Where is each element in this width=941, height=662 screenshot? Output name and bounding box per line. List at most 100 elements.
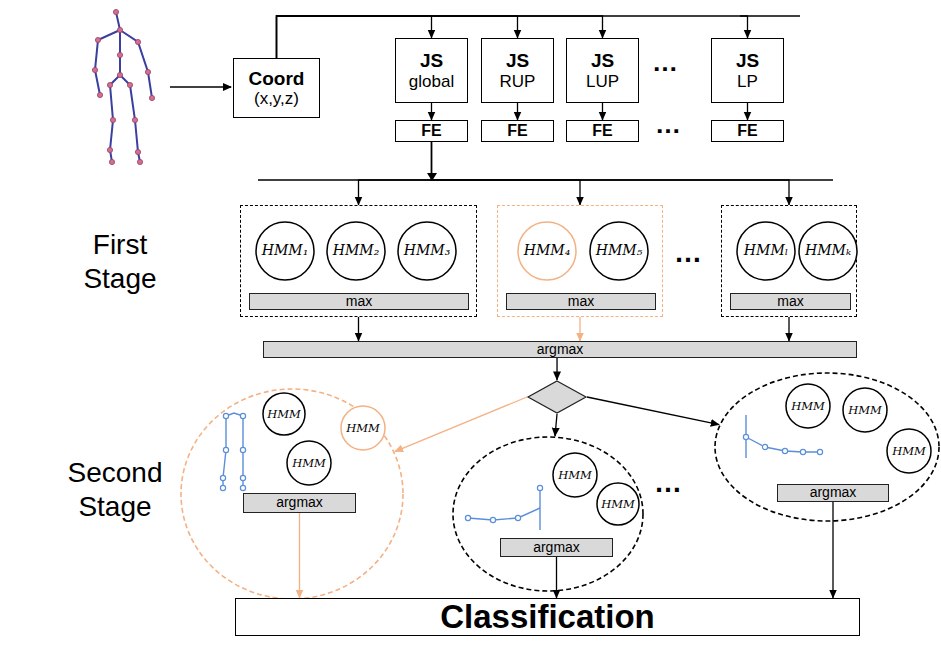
flow-arrow bbox=[432, 142, 581, 205]
stage-label: First Stage bbox=[60, 222, 180, 302]
input-arrow bbox=[170, 86, 231, 87]
ellipsis-mark: … bbox=[663, 238, 713, 268]
node-text: argmax bbox=[537, 342, 584, 358]
circle-outline bbox=[256, 222, 314, 280]
hmm-circle: HMMₖ bbox=[798, 221, 858, 281]
node-text: FE bbox=[421, 122, 441, 140]
bus-wire bbox=[740, 15, 800, 16]
flow-arrow bbox=[358, 317, 359, 341]
arrow-head bbox=[427, 173, 437, 181]
circle-outline bbox=[786, 384, 830, 428]
joint bbox=[117, 27, 122, 32]
flow-arrow bbox=[832, 502, 833, 598]
flow-arrow bbox=[747, 103, 748, 120]
ellipsis-mark: … bbox=[640, 48, 690, 78]
node-text: HMM₅ bbox=[596, 243, 643, 259]
model-group: HMMₗ HMMₖ max bbox=[721, 205, 857, 317]
ellipsis-mark: … bbox=[643, 468, 693, 498]
joint bbox=[515, 515, 520, 520]
shape-outline bbox=[527, 380, 587, 414]
joint bbox=[95, 37, 100, 42]
joint bbox=[109, 159, 114, 164]
joint bbox=[800, 449, 805, 454]
flow-arrow bbox=[359, 142, 432, 205]
joint bbox=[762, 444, 767, 449]
hmm-circle: HMM bbox=[286, 440, 332, 486]
circle-outline bbox=[341, 406, 385, 450]
flow-arrow bbox=[517, 103, 518, 120]
joint bbox=[110, 117, 115, 122]
feature-box: FE bbox=[566, 120, 639, 142]
circle-outline bbox=[737, 222, 795, 280]
part-skeleton bbox=[468, 488, 540, 530]
node-text: HMM₃ bbox=[404, 243, 451, 259]
process-box: JSLUP bbox=[566, 38, 639, 103]
node-text: JS bbox=[736, 50, 759, 71]
ellipse-outline bbox=[715, 373, 939, 521]
selector-bar: argmax bbox=[263, 341, 857, 358]
cluster-ellipse: HMMHMMargmax bbox=[452, 436, 644, 592]
selector-bar: max bbox=[506, 293, 656, 310]
skeleton-bone bbox=[120, 30, 152, 98]
hmm-circle: HMM₄ bbox=[517, 221, 577, 281]
joint bbox=[782, 448, 787, 453]
part-joints bbox=[465, 485, 542, 522]
flow-arrow bbox=[788, 317, 789, 341]
circle-outline bbox=[553, 453, 597, 497]
ellipse-outline bbox=[181, 389, 403, 599]
flow-arrow bbox=[395, 397, 527, 452]
hmm-circle: HMM bbox=[552, 452, 598, 498]
flow-arrow bbox=[587, 397, 719, 425]
part-joints bbox=[220, 413, 245, 490]
process-box: JSglobal bbox=[395, 38, 468, 103]
joint bbox=[117, 72, 122, 77]
circle-outline bbox=[799, 222, 857, 280]
node-text: max bbox=[346, 294, 372, 310]
flow-arrow bbox=[579, 317, 580, 341]
hmm-circle: HMM bbox=[262, 392, 306, 436]
joint bbox=[149, 95, 154, 100]
joint bbox=[240, 447, 245, 452]
node-text: LUP bbox=[586, 72, 619, 91]
joint bbox=[490, 517, 495, 522]
joint bbox=[223, 447, 228, 452]
hmm-circle: HMMₗ bbox=[736, 221, 796, 281]
circle-outline bbox=[843, 388, 887, 432]
ellipse-outline bbox=[453, 437, 643, 591]
flow-arrow bbox=[277, 16, 603, 58]
joint bbox=[145, 69, 150, 74]
joint bbox=[135, 149, 140, 154]
skeleton-bone bbox=[468, 508, 540, 520]
flow-arrow bbox=[555, 414, 557, 436]
cluster-ellipse: HMMHMMHMMargmax bbox=[714, 372, 940, 522]
node-text: HMM bbox=[601, 498, 635, 511]
joint bbox=[117, 52, 122, 57]
node-text: (x,y,z) bbox=[254, 89, 299, 108]
process-box: JSLP bbox=[711, 38, 784, 103]
joint bbox=[220, 485, 225, 490]
joint bbox=[113, 9, 118, 14]
ellipsis-mark: … bbox=[643, 110, 693, 140]
skeleton-bone bbox=[539, 488, 540, 530]
node-text: HMM₂ bbox=[333, 243, 380, 259]
circle-outline bbox=[287, 441, 331, 485]
flow-arrow bbox=[432, 142, 790, 205]
flow-arrow bbox=[602, 103, 603, 120]
circle-outline bbox=[398, 222, 456, 280]
node-text: HMMₖ bbox=[805, 243, 851, 259]
flow-arrow bbox=[299, 513, 300, 598]
selector-bar: max bbox=[730, 293, 851, 310]
node-text: FE bbox=[507, 122, 527, 140]
joint bbox=[137, 159, 142, 164]
node-text: RUP bbox=[500, 72, 536, 91]
stage-label: Second Stage bbox=[45, 450, 185, 530]
circle-outline bbox=[590, 222, 648, 280]
diamond-outline bbox=[528, 381, 586, 413]
process-box: JSRUP bbox=[481, 38, 554, 103]
node-text: Coord bbox=[249, 68, 305, 89]
flow-arrow bbox=[556, 557, 557, 598]
skeleton-bone bbox=[120, 75, 140, 162]
hmm-circle: HMM bbox=[596, 482, 640, 526]
